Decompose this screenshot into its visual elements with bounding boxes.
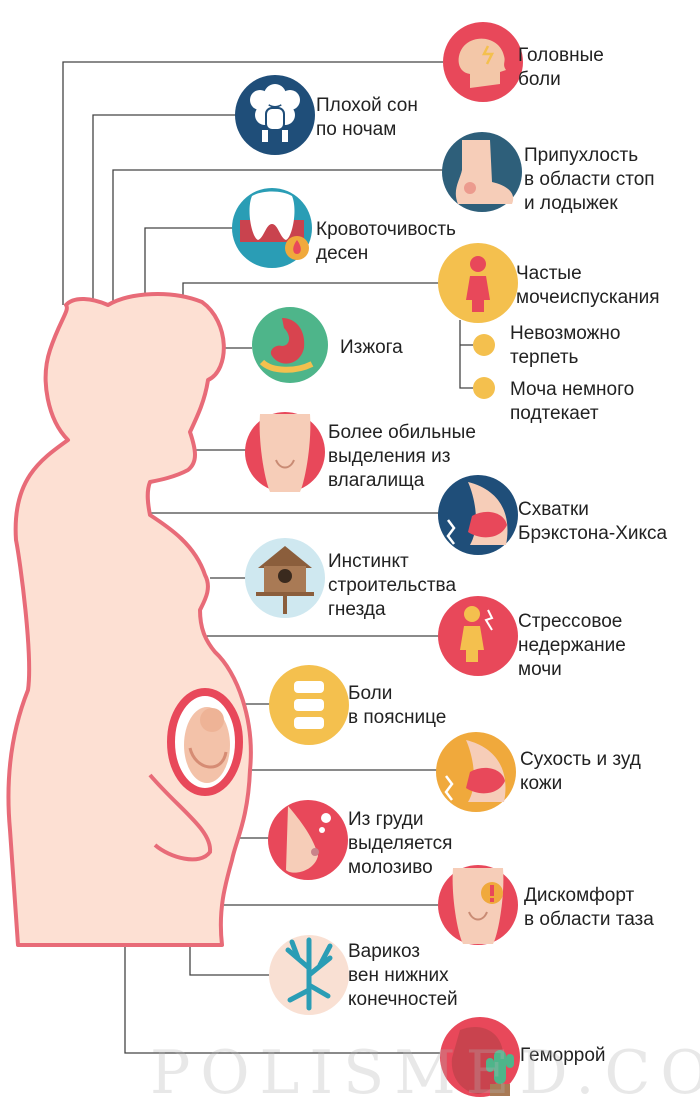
arm-outline [148, 773, 213, 862]
womb-with-fetus [167, 688, 243, 796]
symptom-label-varicose: Варикоз вен нижних конечностей [348, 941, 458, 1010]
breast-icon [268, 800, 348, 880]
woman-alert-icon [438, 596, 518, 676]
symptom-label-headache: Головные боли [518, 45, 604, 90]
symptom-label-urination: Частые мочеиспускания [516, 263, 660, 308]
pelvis-icon [245, 412, 325, 492]
spine-icon [269, 665, 349, 745]
symptom-label-hemorrhoids: Геморрой [520, 1045, 606, 1066]
symptom-label-discharge: Более обильные выделения из влагалища [328, 422, 476, 491]
symptom-label-swelling: Припухлость в области стоп и лодыжек [524, 145, 655, 214]
head-icon [443, 22, 523, 102]
symptom-label-braxton: Схватки Брэкстона-Хикса [518, 499, 668, 544]
pregnant-woman-silhouette [6, 292, 253, 947]
watermark: POLISMED.COM [150, 1038, 700, 1108]
belly-pain-icon [438, 475, 518, 555]
symptom-label-colostrum: Из груди выделяется молозиво [348, 809, 453, 878]
symptom-label-heartburn: Изжога [340, 337, 403, 358]
symptom-label-backpain: Боли в пояснице [348, 683, 447, 728]
sub-item-dot [473, 377, 495, 399]
sub-item-label-1: Невозможно терпеть [510, 323, 621, 368]
symptom-label-gums: Кровоточивость десен [316, 219, 456, 264]
stomach-icon [252, 307, 328, 383]
sub-item-label-2: Моча немного подтекает [510, 379, 635, 424]
woman-icon [438, 243, 518, 323]
belly-itch-icon [436, 732, 516, 812]
connector-lines [62, 61, 473, 1054]
symptom-label-nesting: Инстинкт строительства гнезда [328, 551, 457, 620]
foot-icon [442, 132, 522, 212]
cactus-icon [440, 1017, 520, 1097]
birdhouse-icon [245, 538, 325, 618]
pelvis-alert-icon [438, 865, 518, 945]
veins-icon [269, 935, 349, 1015]
sheep-icon [235, 75, 315, 155]
symptom-label-incontinence: Стрессовое недержание мочи [518, 611, 626, 680]
symptom-label-pelvic: Дискомфорт в области таза [524, 885, 654, 930]
tooth-icon [232, 188, 312, 268]
symptom-label-skin: Сухость и зуд кожи [520, 749, 641, 794]
symptom-label-sleep: Плохой сон по ночам [316, 95, 418, 140]
sub-item-dot [473, 334, 495, 356]
